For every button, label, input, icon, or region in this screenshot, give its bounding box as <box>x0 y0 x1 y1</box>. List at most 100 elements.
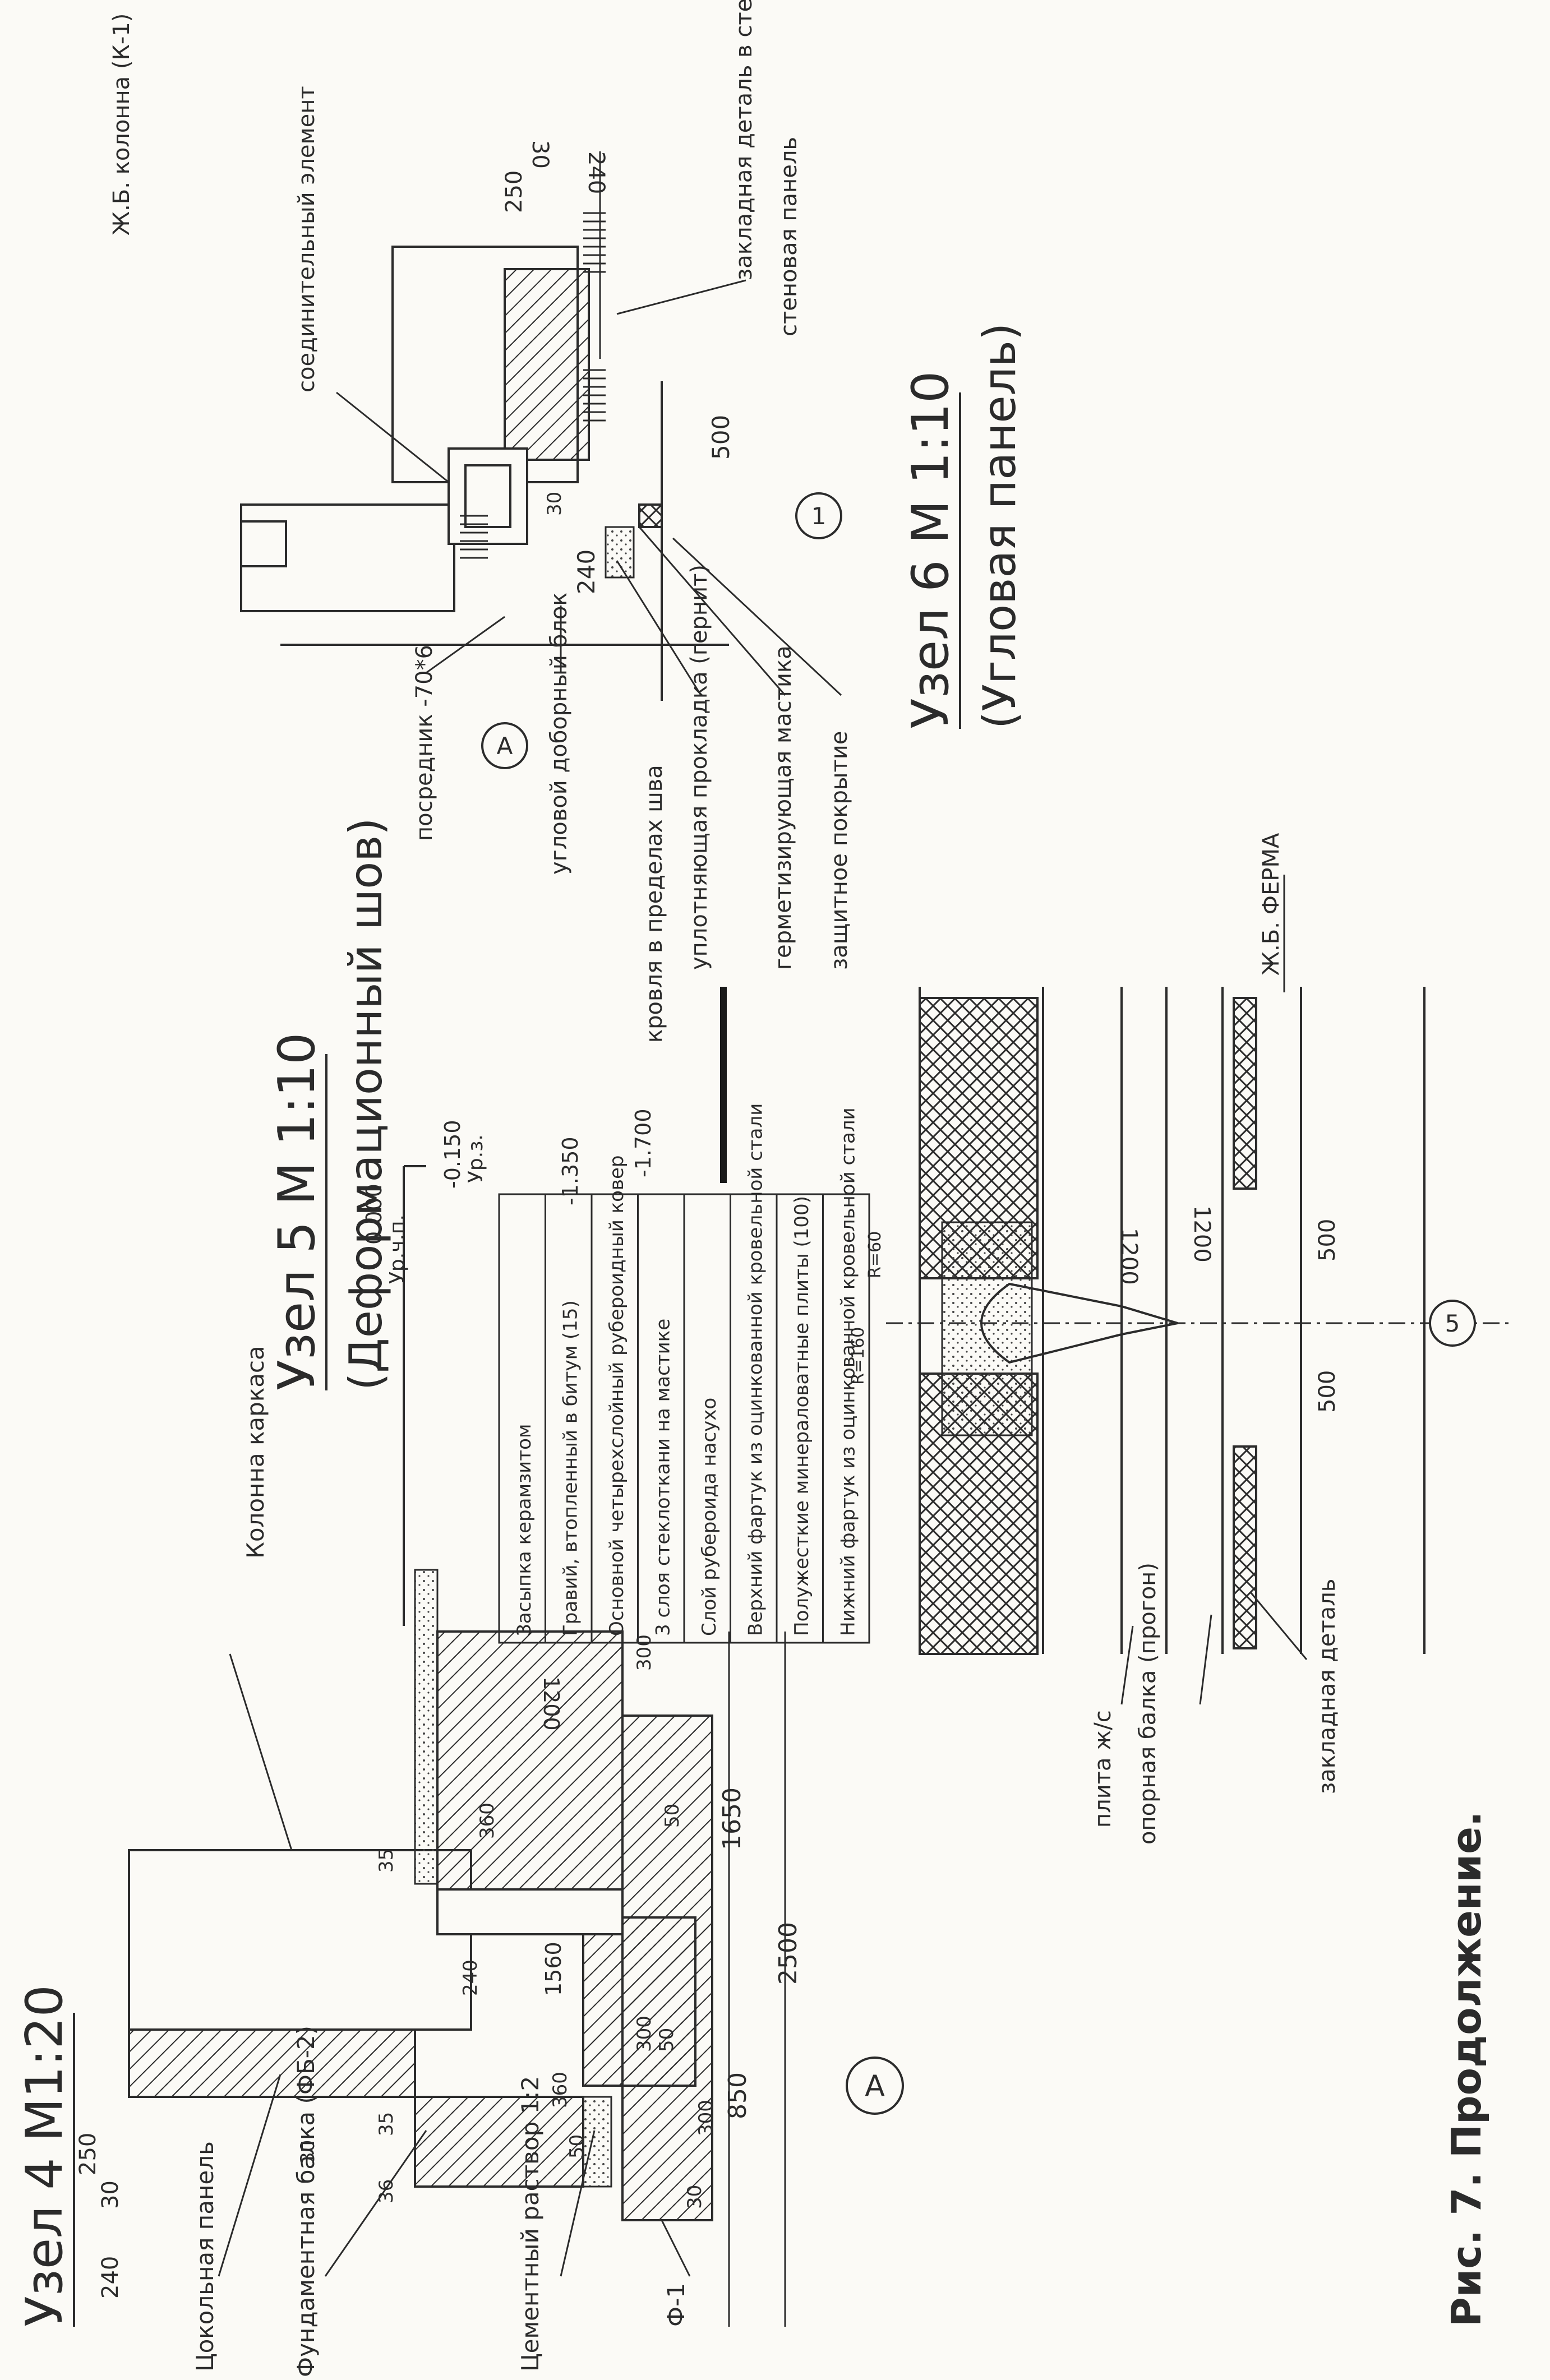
node4-column <box>128 1849 472 2031</box>
node5-dim-r160: R=160 <box>848 1327 868 1385</box>
node5-dim-500a: 500 <box>1314 1219 1340 1261</box>
node4-level-150: -0.150 <box>440 1120 465 1189</box>
node6-dim-30: 30 <box>543 492 566 516</box>
legend-item: Слой рубероида насухо <box>698 1398 721 1636</box>
node6-wall-end <box>240 520 287 567</box>
node4-foundation-beam <box>414 2096 584 2188</box>
node4-title: Узел 4 М1:20 <box>15 1985 74 2327</box>
node6-dim-250: 250 <box>501 170 527 213</box>
legend-item: Нижний фартук из оцинкованной кровельной… <box>837 1107 860 1636</box>
node6-label-embedded-part: закладная деталь в стеновой панели <box>731 0 757 280</box>
node4-dim-30b: 30 <box>297 2140 319 2164</box>
node4-label-cement-mortar: Цементный раствор 1:2 <box>516 2076 544 2372</box>
node4-dim-50c: 50 <box>661 1804 684 1828</box>
node6-label-connector: соединительный элемент <box>294 86 320 392</box>
node4-dims: 240 30 250 30 36 35 35 240 360 360 1560 … <box>75 1109 802 2327</box>
node5-label-embedded: закладная деталь <box>1314 1579 1340 1794</box>
node4-axis-marker: А <box>846 2056 904 2115</box>
legend-item: Основной четырехслойный рубероидный кове… <box>606 1156 628 1636</box>
node6-label-rc-column: Ж.Б. колонна (К-1) <box>109 13 135 235</box>
legend-item: Верхний фартук из оцинкованной кровельно… <box>745 1103 767 1636</box>
node4-level-1350: -1.350 <box>558 1137 583 1206</box>
node4-dim-240b: 240 <box>459 1960 482 1996</box>
node6-labels: соединительный элемент Ж.Б. колонна (К-1… <box>109 0 852 970</box>
node4-label-foundation-beam: Фундаментная балка (ФБ-2) <box>292 2026 320 2377</box>
node4-label-ground-level: Ур.з. <box>464 1134 487 1183</box>
legend-item: Полужесткие минераловатные плиты (100) <box>791 1196 813 1636</box>
node6-title: Узел 6 М 1:10 <box>901 371 960 729</box>
node6-axis-a-label: А <box>497 732 513 760</box>
node5-title: Узел 5 М 1:10 <box>267 1033 326 1390</box>
node4-labels: Цокольная панель Фундаментная балка (ФБ-… <box>191 1134 691 2377</box>
node4-dim-250: 250 <box>75 2133 101 2175</box>
node4-label-f1: Ф-1 <box>662 2283 690 2327</box>
node6-dim-240b: 240 <box>583 151 609 194</box>
node4-column-seat <box>436 1630 624 1891</box>
node5-dim-1200a: 1200 <box>1116 1228 1142 1285</box>
node5-subtitle: (Деформационный шов) <box>340 817 392 1390</box>
node4-dim-35: 35 <box>375 2112 398 2136</box>
node4-label-frame-column: Колонна каркаса <box>242 1346 269 1559</box>
node4-mortar-right <box>414 1569 439 1885</box>
node4-dim-50b: 50 <box>656 2028 678 2052</box>
node4-dim-1650: 1650 <box>718 1787 746 1850</box>
node5-label-slab: плита ж/с <box>1090 1710 1116 1828</box>
node5-labels: плита ж/с опорная балка (прогон) закладн… <box>1090 833 1340 1845</box>
node6-subtitle: (Угловая панель) <box>974 323 1026 729</box>
node5-embedded-left <box>1233 997 1257 1190</box>
node4-mortar-left <box>582 2096 612 2188</box>
node4-dim-30: 30 <box>98 2180 123 2209</box>
node6-group: Узел 6 М 1:10 (Угловая панель) 240 30 5 <box>109 0 1026 970</box>
node5-embedded-right <box>1233 1445 1257 1649</box>
node5-dim-r60: R=60 <box>865 1231 885 1278</box>
legend-item: 3 слоя стеклоткани на мастике <box>652 1319 675 1636</box>
node4-dim-360a: 360 <box>549 2072 571 2108</box>
node4-glass-cavity <box>436 1888 624 1935</box>
node4-dim-50a: 50 <box>566 2134 588 2159</box>
node6-mastic <box>605 526 635 579</box>
node4-label-floor-level: Ур.ч.п. <box>386 1214 409 1284</box>
legend-item: Гравий, втопленный в битум (15) <box>560 1300 582 1636</box>
node4-dim-300c: 300 <box>633 1634 656 1671</box>
node4-dim-360b: 360 <box>476 1803 499 1839</box>
node6-label-sealing-mastic: герметизирующая мастика <box>771 645 796 970</box>
node4-dim-300a: 300 <box>695 2100 717 2136</box>
node4-dim-240: 240 <box>98 2256 123 2299</box>
node4-dim-35b: 35 <box>375 1848 398 1873</box>
node5-joint-profile <box>980 1282 1178 1364</box>
node5-dim-500b: 500 <box>1314 1370 1340 1413</box>
node6-column-hatched <box>504 268 590 461</box>
node6-dims: 240 30 500 250 30 240 <box>501 140 735 594</box>
node6-dim-500: 500 <box>707 415 735 460</box>
node4-dim-300b: 300 <box>633 2016 656 2052</box>
node4-dim-30c: 30 <box>684 2185 706 2209</box>
node6-label-seal-gasket: уплотняющая прокладка (гернит) <box>686 565 712 970</box>
node5-group: Узел 5 М 1:10 (Деформационный шов) Засып… <box>267 765 1514 1845</box>
node5-axis-marker: 5 <box>1429 1300 1476 1347</box>
node4-level-0: 0.000 <box>362 1184 386 1245</box>
node5-section: R=60 R=160 1200 1200 500 500 <box>848 987 1514 1655</box>
node5-dim-1200b: 1200 <box>1189 1205 1215 1263</box>
node4-plinth-panel <box>128 2028 416 2098</box>
node5-expanded-clay <box>941 1221 1033 1436</box>
node6-axis-1-label: 1 <box>811 502 827 530</box>
node5-label-beam: опорная балка (прогон) <box>1135 1563 1161 1845</box>
node6-connector-inner <box>464 464 511 528</box>
node6-label-intermediary: посредник -70*6 <box>412 645 437 841</box>
node4-group: Узел 4 М1:20 240 30 250 30 36 35 35 240 <box>15 1109 904 2377</box>
node6-label-protective-coating: защитное покрытие <box>827 731 852 970</box>
figure-caption: Рис. 7. Продолжение. <box>1443 1811 1490 2327</box>
node5-label-truss: Ж.Б. ФЕРМА <box>1258 833 1284 976</box>
node4-dim-1200: 1200 <box>539 1676 564 1731</box>
node5-roof-note: кровля в пределах шва <box>642 765 667 1043</box>
node4-foundation-pad <box>621 1714 713 2221</box>
node4-dim-1560: 1560 <box>541 1942 566 1996</box>
node6-dim-240: 240 <box>573 549 600 594</box>
node4-axis-label: А <box>865 2069 885 2103</box>
node6-axis-1-marker: 1 <box>795 492 842 539</box>
node4-dim-2500: 2500 <box>774 1922 802 1985</box>
node6-axis-a-marker: А <box>481 722 528 769</box>
